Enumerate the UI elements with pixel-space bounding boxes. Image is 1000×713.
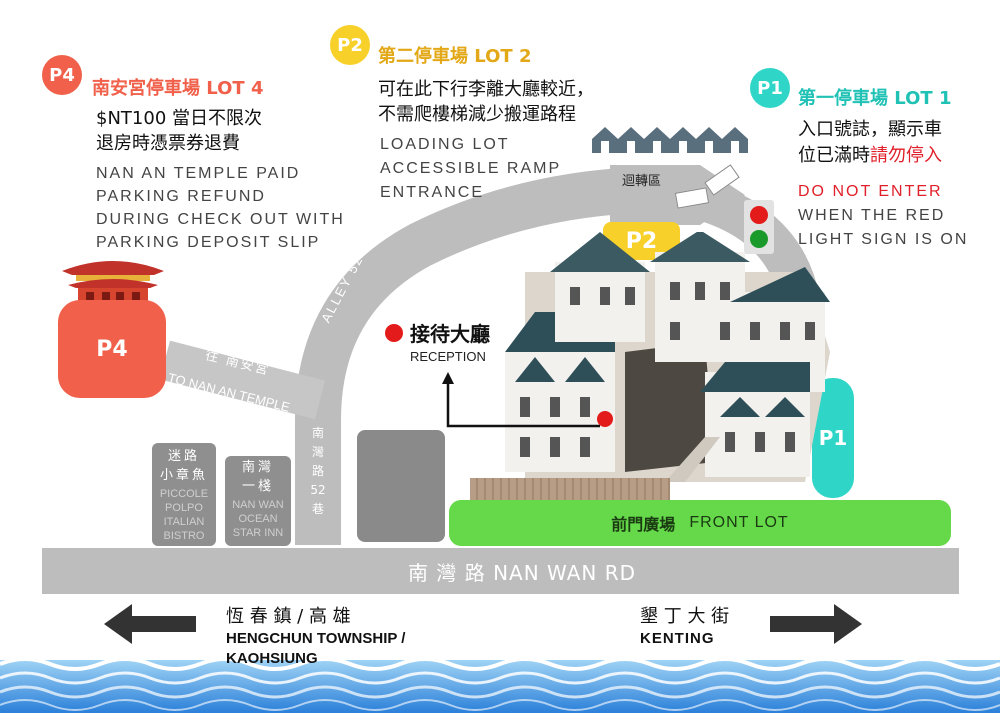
p1-title: 第一停車場 LOT 1: [798, 88, 952, 109]
p4-lot-label: P4: [96, 336, 128, 362]
p2-line2: 不需爬樓梯減少搬運路程: [378, 104, 576, 125]
p4-en-line2: PARKING REFUND: [96, 188, 266, 205]
left-direction-zh: 恆 春 鎮 / 高 雄: [226, 606, 351, 627]
p1-en-line3: LIGHT SIGN IS ON: [798, 231, 969, 248]
p1-line2b: 請勿停入: [870, 145, 942, 166]
p2-lot-label: P2: [625, 228, 658, 254]
main-road: [42, 548, 959, 594]
houses-icon: [592, 127, 748, 153]
traffic-light-icon: [744, 200, 774, 254]
p1-lot-label: P1: [818, 426, 848, 450]
reception-target-dot: [597, 411, 613, 427]
reception-zh: 接待大廳: [410, 322, 490, 346]
main-road-label: 南 灣 路 NAN WAN RD: [408, 561, 637, 585]
right-direction-zh: 墾 丁 大 街: [640, 606, 730, 627]
p2-en-line3: ENTRANCE: [380, 184, 485, 201]
right-arrow-icon: [770, 604, 862, 644]
shop-piccole-polpo: 迷路 小章魚 PICCOLE POLPO ITALIAN BISTRO: [152, 443, 216, 546]
p4-en-line4: PARKING DEPOSIT SLIP: [96, 234, 321, 251]
left-direction-en1: HENGCHUN TOWNSHIP /: [226, 630, 406, 647]
p2-title: 第二停車場 LOT 2: [378, 46, 532, 67]
p1-en-line2: WHEN THE RED: [798, 207, 946, 224]
left-direction-en2: KAOHSIUNG: [226, 650, 318, 667]
sea-waves: [0, 657, 1000, 713]
right-direction-en: KENTING: [640, 630, 715, 647]
front-lot-zh: 前門廣場: [611, 515, 676, 534]
red-light-icon: [750, 206, 768, 224]
p2-en-line2: ACCESSIBLE RAMP: [380, 160, 562, 177]
turnaround-label: 迴轉區: [622, 174, 662, 189]
p2-badge: P2: [330, 25, 370, 65]
front-lot-en: FRONT LOT: [689, 514, 789, 531]
to-temple-road: [160, 340, 325, 420]
hotel-building-illustration: [505, 232, 830, 482]
lane-52-vertical-label: 南 灣 路 52 巷: [310, 426, 326, 516]
p4-line1: $NT100 當日不限次: [96, 108, 262, 129]
p2-line1: 可在此下行李離大廳較近，: [378, 79, 594, 100]
reception-arrow-icon: [442, 372, 600, 428]
p4-en-line1: NAN AN TEMPLE PAID: [96, 165, 301, 182]
p1-en-line1: DO NOT ENTER: [798, 183, 943, 200]
p4-title: 南安宮停車場 LOT 4: [92, 78, 264, 99]
p4-line2: 退房時憑票券退費: [96, 133, 240, 154]
p4-lot-block: P4: [58, 300, 166, 398]
left-arrow-icon: [104, 604, 196, 644]
p4-en-line3: DURING CHECK OUT WITH: [96, 211, 345, 228]
p1-line2: 位已滿時請勿停入: [798, 143, 942, 168]
building-block: [357, 430, 445, 542]
p1-badge: P1: [750, 68, 790, 108]
front-lot-block: 前門廣場 FRONT LOT: [449, 500, 951, 546]
p2-en-line1: LOADING LOT: [380, 136, 510, 153]
reception-en: RECEPTION: [410, 349, 486, 364]
p1-line1: 入口號誌，顯示車: [798, 119, 942, 140]
p4-badge: P4: [42, 55, 82, 95]
p1-line2a: 位已滿時: [798, 145, 870, 166]
reception-dot: [385, 324, 403, 342]
green-light-icon: [750, 230, 768, 248]
shop-nan-wan-ocean-star: 南灣 一棧 NAN WAN OCEAN STAR INN: [225, 456, 291, 546]
alley-52-road: [295, 167, 690, 545]
